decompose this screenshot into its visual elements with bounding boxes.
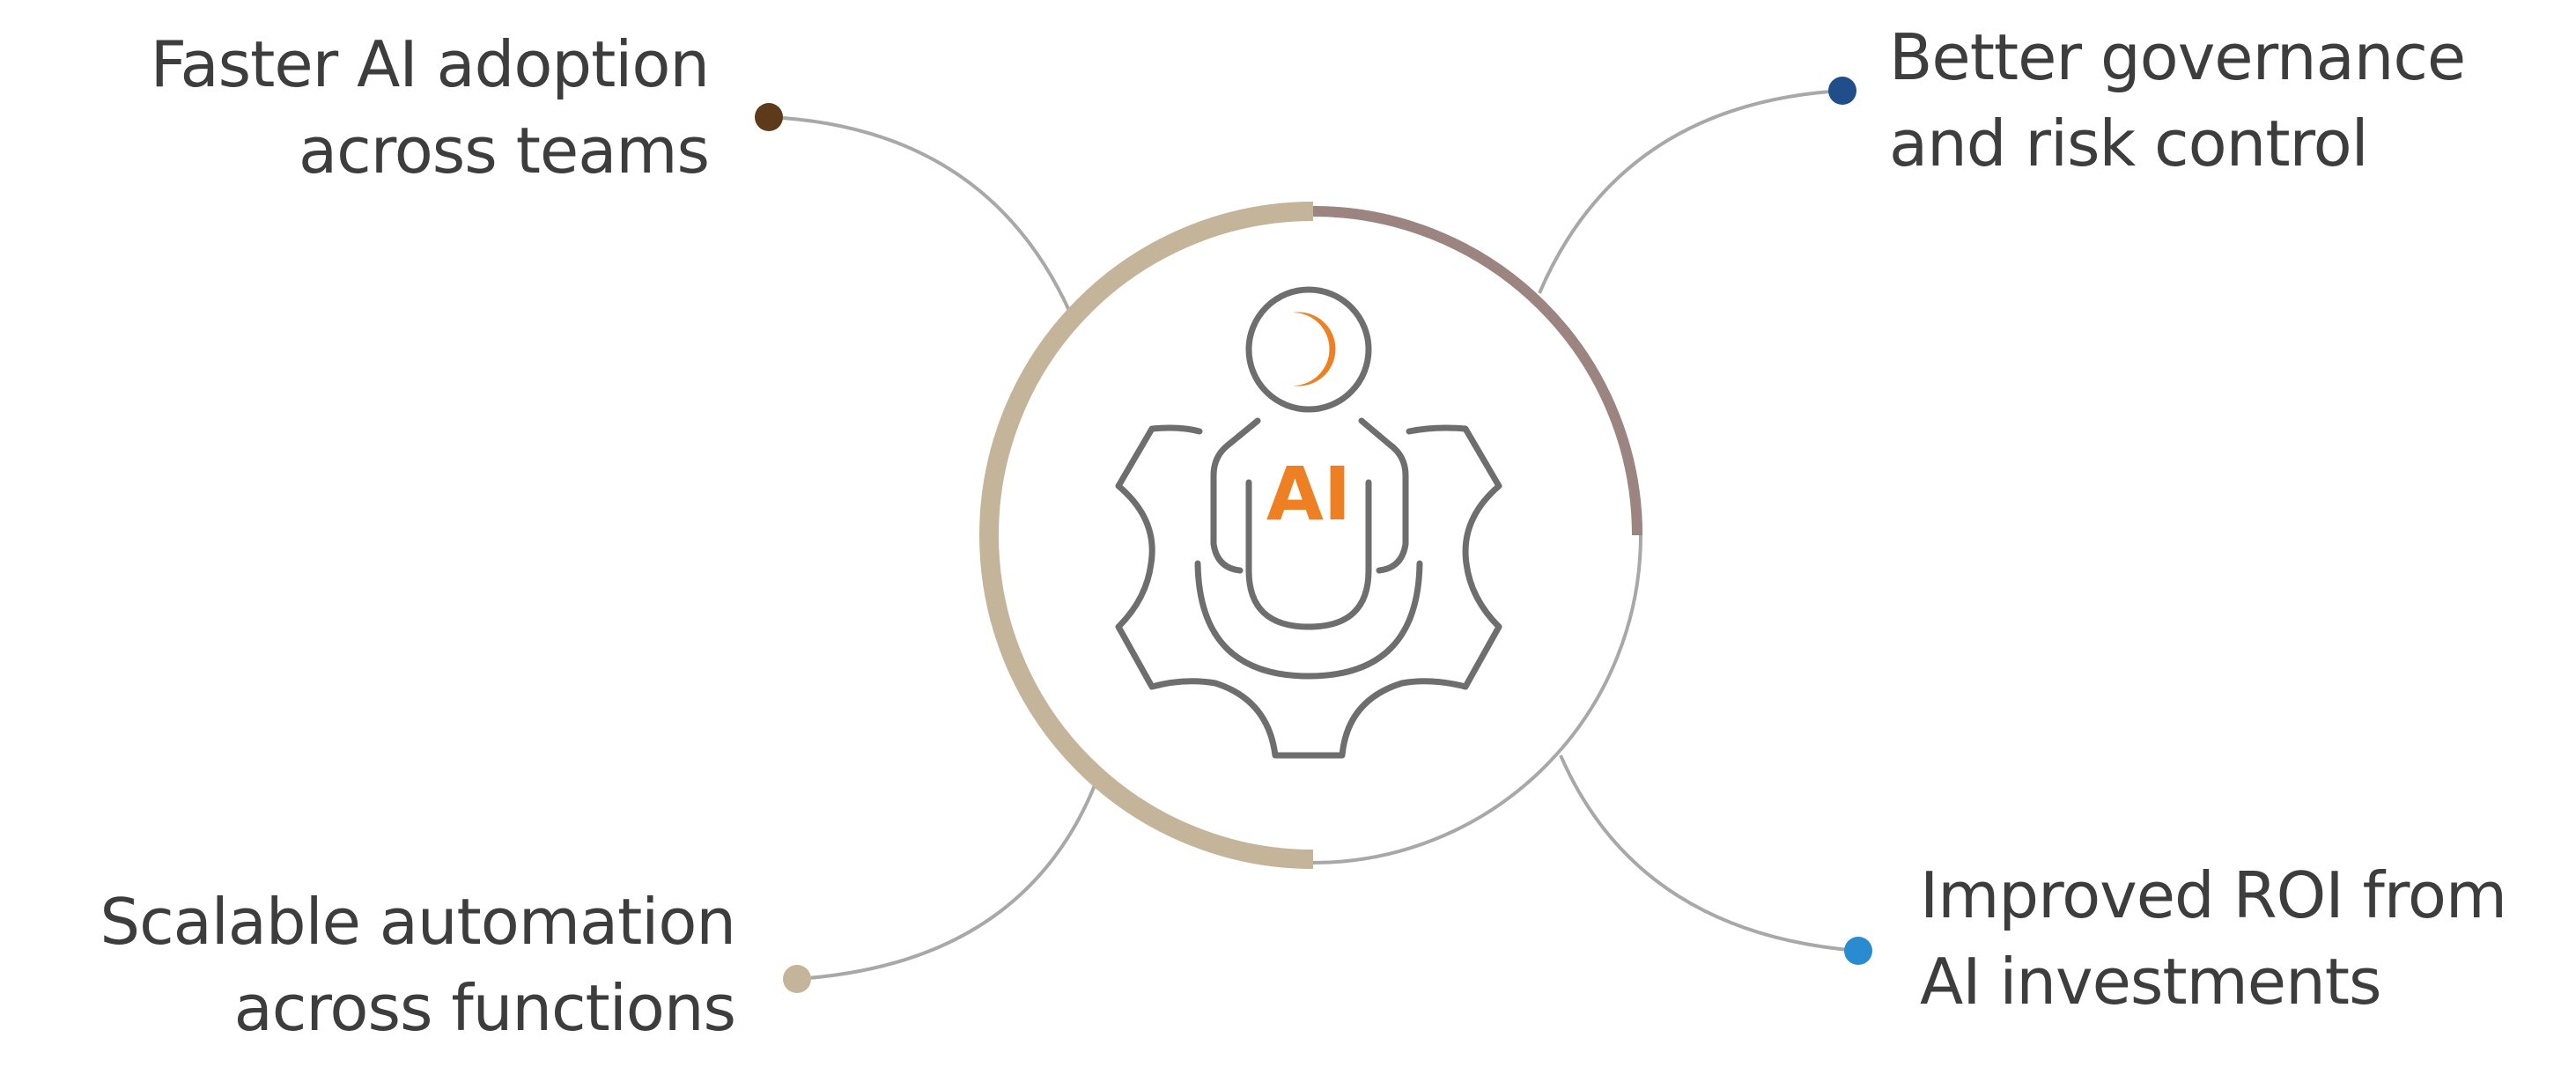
benefit-label-faster-adoption: Faster AI adoption across teams bbox=[150, 21, 710, 194]
center-ai-text: AI bbox=[1266, 451, 1351, 537]
crescent-icon bbox=[1293, 312, 1336, 386]
ai-gear-person-icon bbox=[1115, 286, 1502, 759]
head-icon bbox=[1245, 286, 1372, 413]
gear-outline-left bbox=[1115, 424, 1312, 759]
body-outer-u bbox=[1194, 560, 1423, 680]
dot-bottom-left bbox=[783, 965, 811, 993]
dot-top-left bbox=[755, 103, 783, 131]
benefit-line: Scalable automation bbox=[100, 885, 736, 959]
dot-bottom-right bbox=[1844, 937, 1872, 965]
gear-outline-right bbox=[1305, 424, 1502, 759]
benefit-line: AI investments bbox=[1920, 945, 2381, 1019]
benefit-line: Improved ROI from bbox=[1920, 858, 2507, 932]
benefit-line: across teams bbox=[299, 114, 710, 188]
benefit-line: Faster AI adoption bbox=[150, 27, 710, 101]
benefit-line: across functions bbox=[233, 971, 736, 1045]
shoulder-left bbox=[1210, 417, 1261, 574]
shoulder-right bbox=[1358, 417, 1409, 574]
benefit-line: Better governance bbox=[1889, 20, 2466, 94]
body-inner-u bbox=[1245, 479, 1372, 630]
connector-bottom-left bbox=[796, 784, 1096, 981]
benefit-label-improved-roi: Improved ROI from AI investments bbox=[1920, 852, 2507, 1025]
benefit-label-governance: Better governance and risk control bbox=[1889, 14, 2466, 187]
benefit-label-scalable-automation: Scalable automation across functions bbox=[100, 879, 736, 1051]
benefit-line: and risk control bbox=[1889, 107, 2369, 180]
connector-bottom-right bbox=[1559, 754, 1859, 953]
center-ring-left-arc bbox=[979, 202, 1314, 869]
dot-top-right bbox=[1828, 77, 1856, 105]
connector-top-right bbox=[1538, 89, 1843, 294]
connector-top-left bbox=[768, 115, 1072, 313]
center-ring-top-right-arc bbox=[1312, 206, 1642, 536]
